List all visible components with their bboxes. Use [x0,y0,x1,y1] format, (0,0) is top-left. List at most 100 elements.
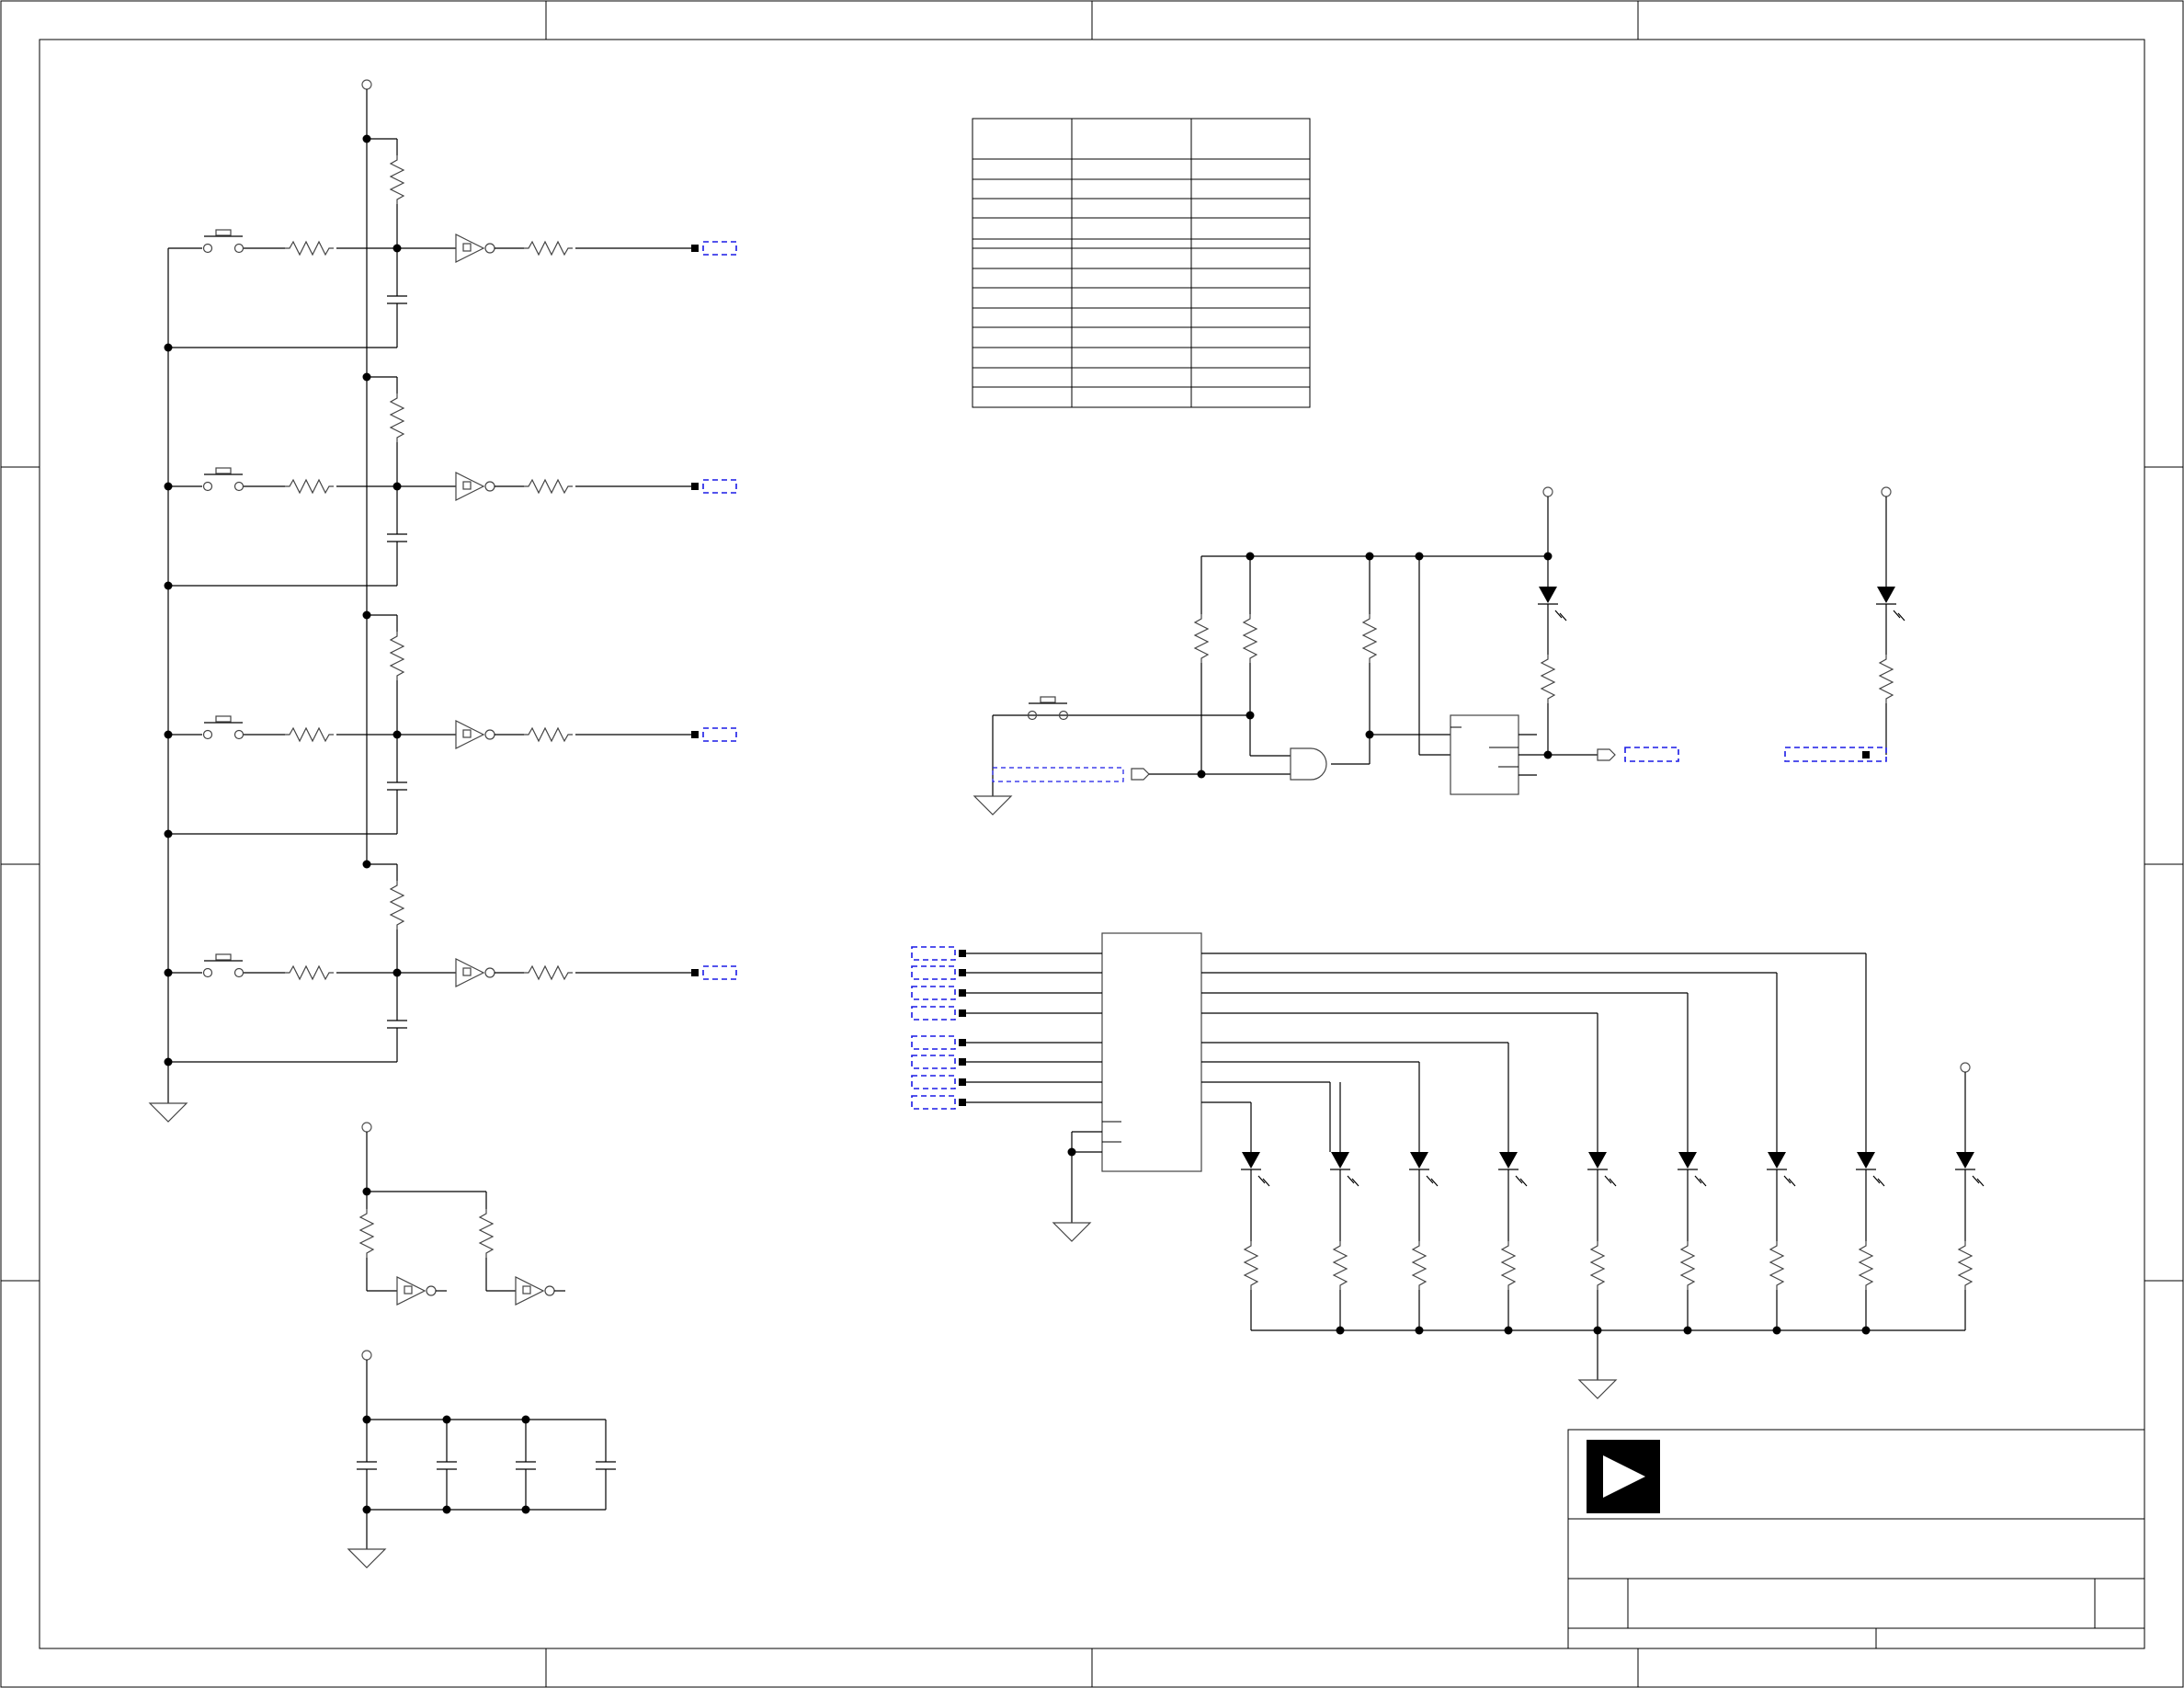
net-label [911,1095,956,1110]
ground-symbol [1577,1379,1618,1399]
vcc-symbol [1960,1062,1971,1073]
play-triangle-icon [1587,1440,1660,1513]
net-label [911,986,956,1000]
resistor [1540,655,1556,703]
input-port [1131,768,1150,781]
drawing-frame [39,39,2145,1649]
led-channel [1330,1152,1359,1335]
net-label [911,965,956,980]
resistor [358,1209,375,1258]
and-gate [1290,747,1327,781]
resistor [524,240,573,257]
vcc-symbol [1881,486,1892,497]
output-port [1597,748,1616,761]
latch-section [973,486,1905,815]
push-button [202,229,245,254]
resistor [389,881,405,930]
resistor [1679,1241,1696,1290]
led [1498,1152,1528,1187]
ground-symbol [973,795,1013,815]
led [1767,1152,1796,1187]
resistor [1957,1241,1974,1290]
net-label [911,1006,956,1021]
net-label [1624,747,1679,762]
resistor [1411,1241,1428,1290]
ground-symbol [1052,1222,1092,1242]
resistor [478,1209,495,1258]
led-channel [1678,1152,1707,1335]
schmitt-inverter [455,234,495,263]
driver-ic [1101,932,1202,1172]
led [1538,587,1567,622]
push-button [202,953,245,978]
led-channel [1856,1152,1885,1335]
schmitt-inverter [455,720,495,749]
led [1856,1152,1885,1187]
led-channel [1767,1152,1796,1335]
schmitt-inverter [515,1276,565,1306]
debounce-row [164,610,737,838]
schmitt-inverter [455,958,495,987]
net-label [911,1035,956,1050]
resistor [1769,1241,1785,1290]
led-channel [1498,1152,1528,1335]
vcc-symbol [361,1350,372,1361]
resistor [1361,614,1378,663]
resistor [389,393,405,442]
led-channel [1587,1152,1617,1335]
debounce-section [148,79,737,1123]
resistor [1332,1241,1348,1290]
push-button [202,467,245,492]
vcc-symbol [361,1122,372,1133]
resistor [1858,1241,1874,1290]
resistor [285,240,334,257]
push-button [1027,696,1069,721]
truth-table [972,118,1311,408]
led [1241,1152,1270,1187]
led [1587,1152,1617,1187]
net-label [1784,747,1887,762]
net-label [992,767,1124,782]
led-channel [1955,1152,1985,1330]
led [1876,587,1905,622]
resistor [1589,1241,1606,1290]
schmitt-inverter [396,1276,447,1306]
resistor [285,726,334,743]
led-channel [1241,1152,1270,1330]
resistor [524,964,573,981]
net-label [702,241,737,256]
debounce-row [164,134,737,352]
resistor [1243,1241,1259,1290]
led [1678,1152,1707,1187]
net-label [911,1075,956,1089]
pullup-inverter-section [347,1122,616,1568]
push-button [202,715,245,740]
debounce-row [164,372,737,590]
vcc-symbol [1542,486,1553,497]
led [1330,1152,1359,1187]
schmitt-inverter [455,472,495,501]
net-label [911,946,956,961]
led-driver-section [911,932,1985,1399]
resistor [389,155,405,204]
resistor [524,726,573,743]
net-label [702,479,737,494]
resistor [1242,614,1258,663]
led [1955,1152,1985,1187]
resistor [1193,614,1210,663]
resistor [1500,1241,1517,1290]
resistor [389,632,405,680]
resistor [285,964,334,981]
net-label [702,727,737,742]
resistor [1878,655,1894,703]
vcc-symbol [361,79,372,90]
led-channel [1409,1152,1439,1335]
resistor [285,478,334,495]
debounce-row [164,860,737,1066]
net-label [702,965,737,980]
led [1409,1152,1439,1187]
title-block [1567,1429,2145,1649]
